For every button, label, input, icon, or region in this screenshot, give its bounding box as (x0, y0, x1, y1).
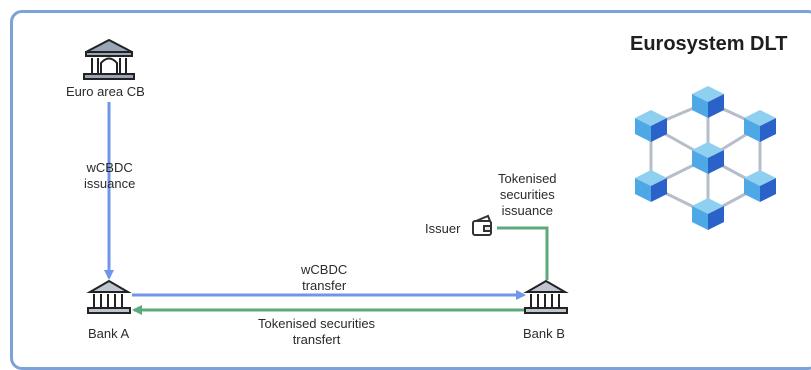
securities-transfer-label: Tokenised securities transfert (258, 316, 375, 348)
wallet-icon (472, 214, 492, 236)
wcbdc-transfer-line-1: wCBDC (301, 262, 348, 277)
wcbdc-transfer-label: wCBDC transfer (301, 262, 347, 294)
cube-node (692, 198, 724, 230)
diagram-title: Eurosystem DLT (630, 33, 788, 55)
issuer-label: Issuer (425, 221, 461, 236)
securities-issuance-label: Tokenised securities issuance (498, 171, 557, 219)
bank-a-label: Bank A (88, 326, 130, 341)
central-bank-label: Euro area CB (66, 84, 145, 99)
wcbdc-issuance-line-1: wCBDC (86, 160, 133, 175)
bank-b-icon (523, 279, 569, 314)
wcbdc-transfer-line-2: transfer (302, 278, 347, 293)
diagram-canvas (83, 38, 776, 315)
cube-node (692, 142, 724, 174)
securities-transfer-line-2: transfert (292, 332, 341, 347)
cube-node (744, 110, 776, 142)
cube-node (744, 170, 776, 202)
securities-issuance-line-2: securities (499, 187, 555, 202)
wcbdc-issuance-line-2: issuance (84, 176, 136, 191)
bank-a-icon (86, 279, 132, 314)
bank-b-label: Bank B (523, 326, 565, 341)
cube-node (692, 86, 724, 118)
cube-node (635, 170, 667, 202)
securities-issuance-line (497, 226, 549, 280)
central-bank-icon (83, 38, 135, 80)
blockchain-network-icon (635, 86, 776, 230)
wcbdc-issuance-label: wCBDC issuance (84, 160, 135, 192)
securities-issuance-line-1: Tokenised (498, 171, 557, 186)
securities-issuance-line-3: issuance (501, 203, 553, 218)
securities-transfer-line-1: Tokenised securities (258, 316, 376, 331)
cube-node (635, 110, 667, 142)
